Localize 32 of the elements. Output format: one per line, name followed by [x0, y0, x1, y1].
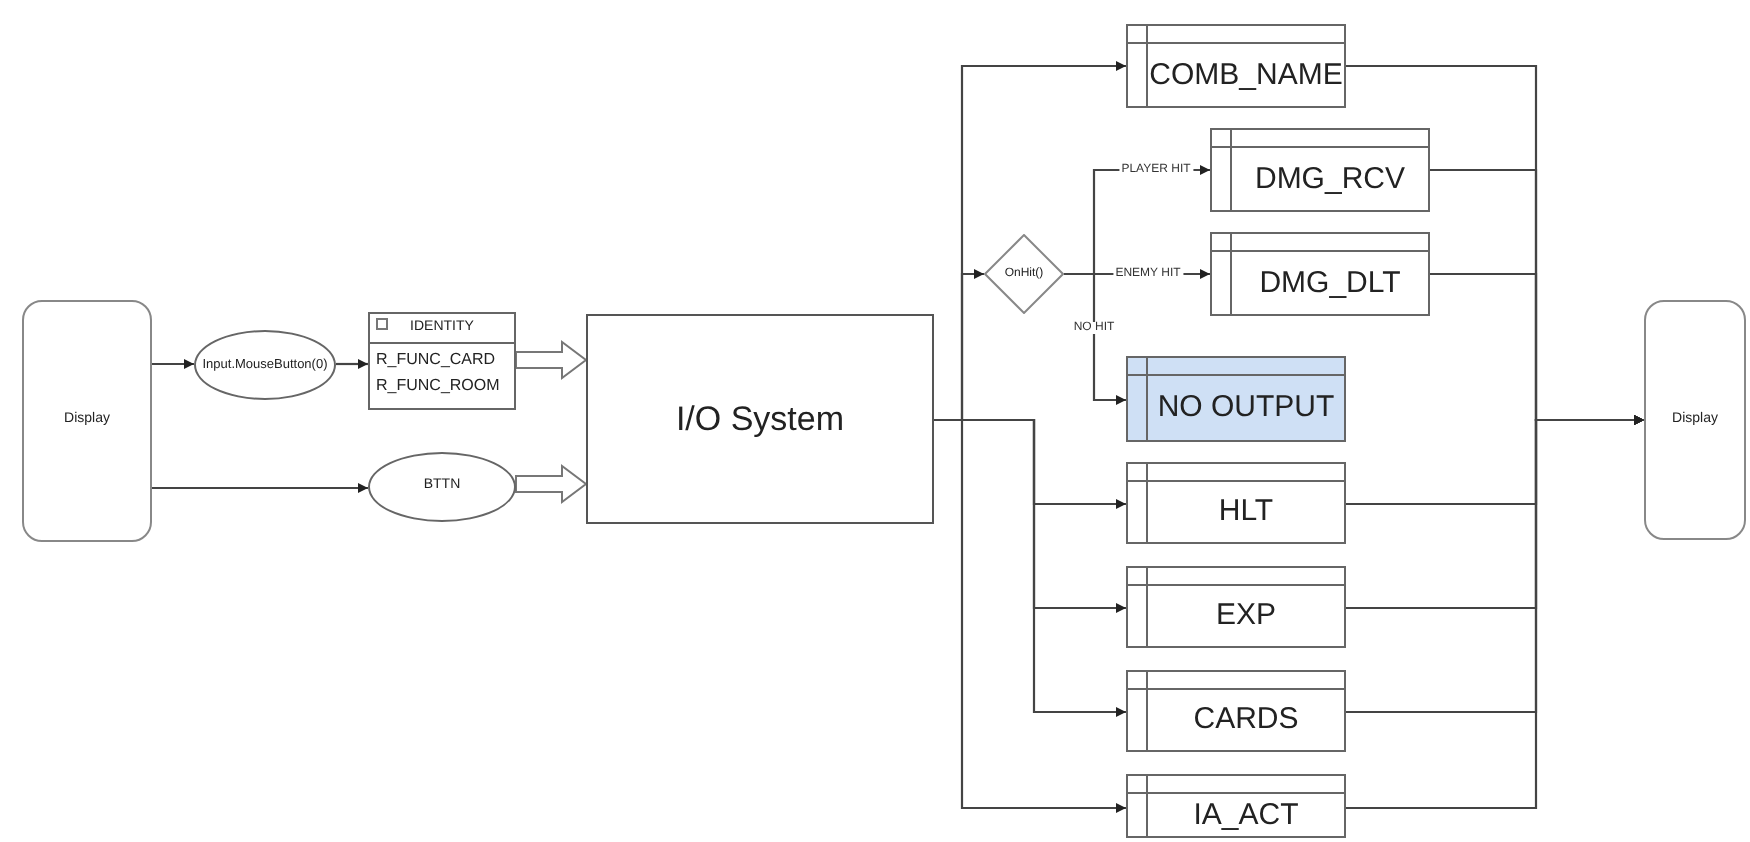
process-box [1126, 24, 1346, 108]
process-box [1210, 128, 1430, 212]
arrow [152, 359, 194, 369]
node-label: EXP [1213, 598, 1278, 634]
arrow [1346, 415, 1644, 810]
node-label: NO OUTPUT [1155, 390, 1337, 426]
block-arrow [515, 464, 588, 504]
arrow [152, 483, 368, 493]
process-box [1126, 566, 1346, 648]
display-box [22, 300, 152, 542]
process-box [1210, 232, 1430, 316]
table-box [368, 312, 516, 410]
process-box [1126, 356, 1346, 442]
arrow [336, 359, 368, 369]
system-box [586, 314, 934, 524]
node-label: COMB_NAME [1147, 57, 1345, 93]
node-label: DMG_RCV [1252, 161, 1407, 197]
arrow [934, 418, 1126, 717]
block-arrow [515, 340, 588, 380]
table-row-text: R_FUNC_ROOM [374, 374, 502, 397]
arrow [1064, 272, 1126, 405]
process-box [1126, 462, 1346, 544]
node-label: HLT [1216, 494, 1276, 530]
node-label: IA_ACT [1191, 797, 1301, 833]
process-box [1126, 774, 1346, 838]
node-label: CARDS [1191, 702, 1301, 738]
display-box [1644, 300, 1746, 540]
table-row-text: R_FUNC_CARD [374, 348, 498, 371]
node-label: DMG_DLT [1257, 265, 1403, 301]
node-label: I/O System [673, 399, 847, 439]
decision-diamond [984, 234, 1064, 314]
process-box [1126, 670, 1346, 752]
